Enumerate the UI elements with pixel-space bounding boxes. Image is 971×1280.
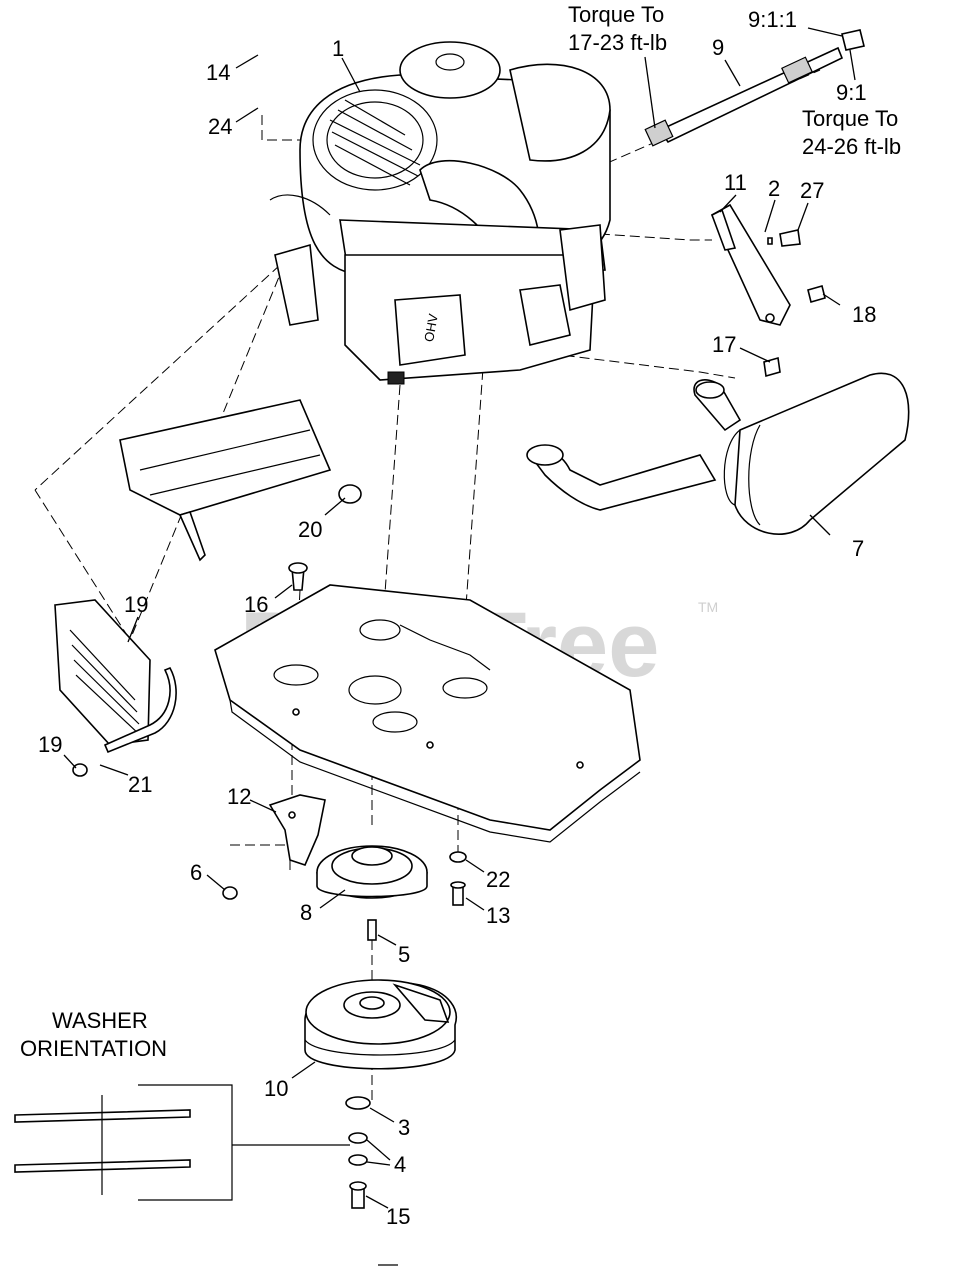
- torque-note-a-line2: 17-23 ft-lb: [568, 30, 667, 55]
- callout-6: 6: [190, 860, 202, 885]
- callout-3: 3: [398, 1115, 410, 1140]
- callout-4: 4: [394, 1152, 406, 1177]
- washer-orientation-line2: ORIENTATION: [20, 1036, 167, 1061]
- callout-21: 21: [128, 772, 152, 797]
- muffler-bracket: [710, 203, 826, 378]
- callout-1: 1: [332, 36, 344, 61]
- callouts: 1 14 24 9 11 2 27 18 17 7 20 16 19 19 21…: [38, 35, 876, 1229]
- clutch-bracket: [222, 794, 326, 900]
- engine-deck: [214, 562, 641, 843]
- callout-18: 18: [852, 302, 876, 327]
- fuel-line: [644, 29, 865, 147]
- torque-note-b-line1: Torque To: [802, 106, 898, 131]
- callout-16: 16: [244, 592, 268, 617]
- heat-shield: [119, 399, 362, 562]
- callout-24: 24: [208, 114, 232, 139]
- callout-2: 2: [768, 176, 780, 201]
- callout-19-top: 19: [124, 592, 148, 617]
- callout-7: 7: [852, 536, 864, 561]
- svg-text:OHV: OHV: [421, 312, 441, 343]
- notes: Torque To 17-23 ft-lb 9:1:1 9:1 Torque T…: [20, 2, 901, 1061]
- watermark-tm: TM: [698, 599, 718, 615]
- callout-10: 10: [264, 1076, 288, 1101]
- torque-note-a-line1: Torque To: [568, 2, 664, 27]
- clutch-hardware: [345, 1096, 371, 1209]
- oil-cooler: [54, 599, 177, 777]
- callout-11: 11: [724, 170, 747, 195]
- callout-13: 13: [486, 903, 510, 928]
- callout-5: 5: [398, 942, 410, 967]
- washer-orientation-line1: WASHER: [52, 1008, 148, 1033]
- ratio-note-top: 9:1:1: [748, 7, 797, 32]
- callout-20: 20: [298, 517, 322, 542]
- ratio-note-sub: 9:1: [836, 80, 867, 105]
- callout-8: 8: [300, 900, 312, 925]
- engine: OHV: [269, 41, 611, 385]
- leader-lines: [63, 27, 856, 1209]
- pulley: [316, 845, 428, 941]
- callout-14: 14: [206, 60, 230, 85]
- deck-hardware: [449, 851, 467, 906]
- callout-17: 17: [712, 332, 736, 357]
- torque-note-b-line2: 24-26 ft-lb: [802, 134, 901, 159]
- callout-22: 22: [486, 867, 510, 892]
- muffler: [526, 372, 910, 535]
- callout-12: 12: [227, 784, 251, 809]
- washer-orientation-detail: [14, 1084, 350, 1201]
- callout-27: 27: [800, 178, 824, 203]
- callout-9: 9: [712, 35, 724, 60]
- callout-19-bottom: 19: [38, 732, 62, 757]
- callout-15: 15: [386, 1204, 410, 1229]
- electric-clutch: [304, 979, 457, 1070]
